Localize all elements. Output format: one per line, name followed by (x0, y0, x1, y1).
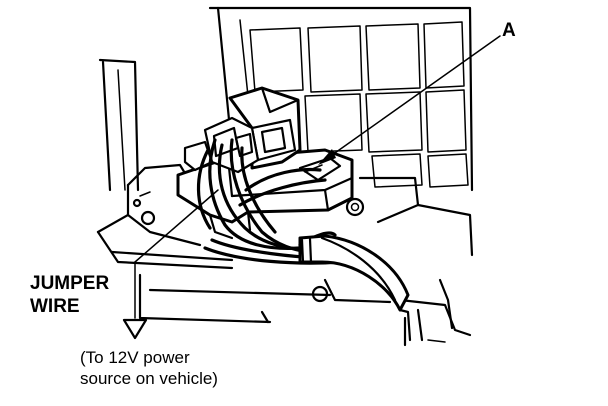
lower-bracket (96, 230, 472, 343)
jumper-leader (134, 189, 219, 319)
wire-harness (298, 234, 412, 347)
jumper-wires (196, 138, 342, 265)
jumper-wire-label-line2: WIRE (30, 296, 80, 317)
power-source-note-line2: source on vehicle) (80, 369, 218, 388)
power-source-triangle-icon (122, 318, 148, 340)
left-panel (98, 58, 140, 192)
jumper-wire-label-line1: JUMPER (30, 273, 109, 294)
base-plate (96, 163, 474, 257)
callout-a-leader (318, 35, 501, 165)
callout-a-label: A (502, 20, 516, 41)
power-source-note-line1: (To 12V power (80, 348, 190, 367)
background-grille (208, 6, 474, 192)
